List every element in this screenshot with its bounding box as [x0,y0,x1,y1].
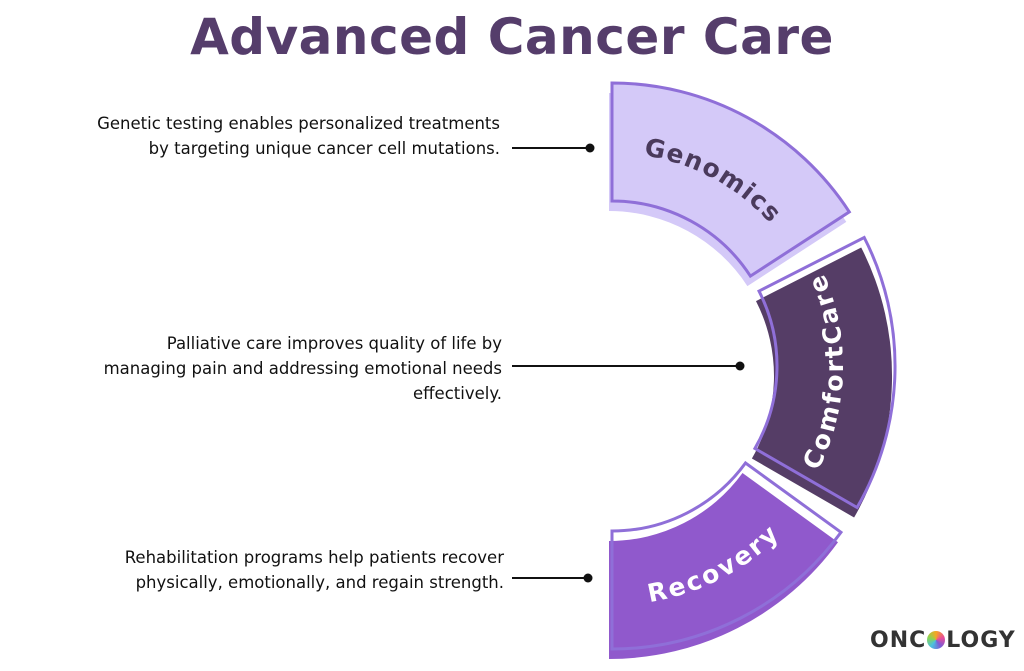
logo-flower-icon [927,631,946,649]
comfortcare-segment-outline [752,235,897,510]
page-title: Advanced Cancer Care [190,8,834,66]
genomics-segment: Genomics [609,81,852,287]
recovery-segment-shadow [609,473,838,659]
recovery-segment: Recovery [609,460,844,659]
recovery-connector-dot [583,573,593,583]
genomics-segment-outline [610,81,852,279]
genomics-description: Genetic testing enables personalized tre… [97,114,500,158]
recovery-segment-outline [610,460,844,651]
genomics-connector-dot [585,143,595,153]
recovery-description: Rehabilitation programs help patients re… [124,548,504,592]
comfortcare-segment: ComfortCare [751,235,897,518]
comfortcare-connector-dot [735,361,745,371]
comfortcare-description: Palliative care improves quality of life… [103,334,502,403]
comfortcare-segment-shadow [751,247,893,518]
